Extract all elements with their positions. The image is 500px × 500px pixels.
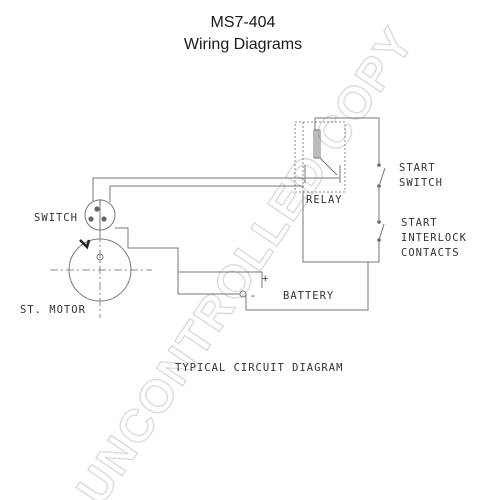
diagram-caption: TYPICAL CIRCUIT DIAGRAM: [175, 362, 343, 374]
battery-label: BATTERY: [283, 290, 334, 302]
relay: RELAY: [294, 121, 346, 206]
wiring: [92, 117, 380, 311]
solenoid-switch: SWITCH: [34, 199, 116, 250]
watermark-text: UNCONTROLLED COPY: [66, 17, 424, 500]
watermark: UNCONTROLLED COPY: [65, 16, 424, 500]
motor-label: ST. MOTOR: [20, 304, 86, 316]
wire-interlock-to-relay: [302, 192, 380, 263]
interlock-label-line2: INTERLOCK: [401, 232, 467, 244]
solenoid-terminal-left: [88, 216, 94, 222]
relay-internal-lead: [319, 157, 338, 176]
start-switch-terminal-top: [377, 163, 381, 167]
solenoid-terminal-right: [101, 216, 107, 222]
wire-battery-negative-return: [177, 272, 240, 295]
battery-minus-sign: -: [251, 290, 255, 302]
start-switch-blade: [378, 167, 386, 187]
wire-battery-ground: [245, 262, 369, 311]
start-switch: START SWITCH: [377, 162, 443, 189]
interlock-terminal-top: [377, 220, 381, 224]
wire-solenoid-to-battery-plus: [115, 227, 263, 288]
interlock-blade: [378, 223, 385, 241]
start-switch-label-line1: START: [399, 162, 436, 174]
interlock-label-line3: CONTACTS: [401, 247, 460, 259]
wire-relay-to-start-switch: [314, 117, 380, 163]
solenoid-terminal-top: [94, 206, 100, 212]
diagram-model-title: MS7-404: [211, 14, 276, 31]
starter-motor: ST. MOTOR: [20, 218, 152, 318]
motor-terminal: [96, 253, 104, 261]
relay-coil: [313, 129, 321, 159]
solenoid-lead: [79, 239, 91, 250]
wire-solenoid-to-relay: [92, 177, 341, 201]
switch-label: SWITCH: [34, 212, 78, 224]
diagram-title: Wiring Diagrams: [184, 36, 302, 53]
relay-housing: [294, 121, 346, 193]
relay-label: RELAY: [306, 194, 343, 206]
wire-switch-loop: [109, 185, 304, 202]
start-switch-label-line2: SWITCH: [399, 177, 443, 189]
interlock-label-line1: START: [401, 217, 438, 229]
interlock-contacts: START INTERLOCK CONTACTS: [377, 217, 467, 259]
battery-plus-sign: +: [262, 273, 268, 285]
